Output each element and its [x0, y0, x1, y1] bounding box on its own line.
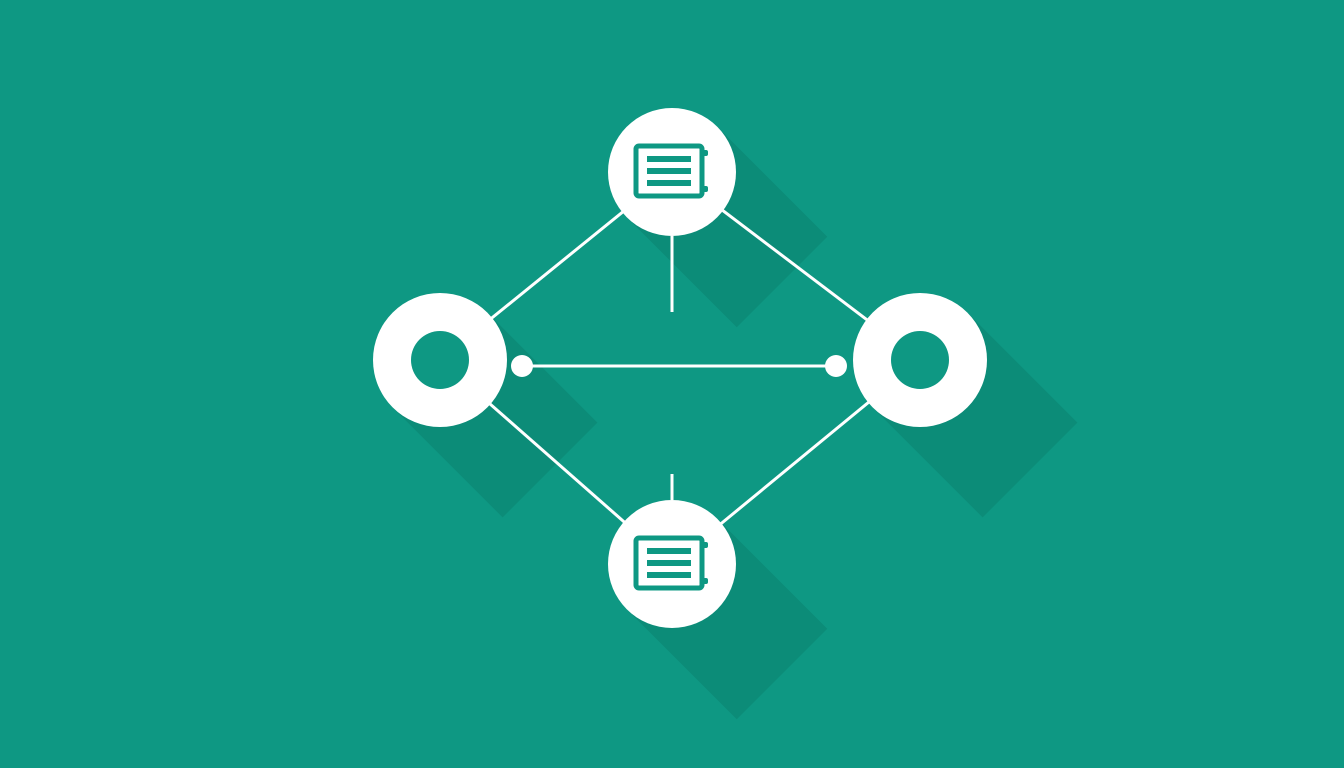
edge-endpoint-left — [511, 355, 533, 377]
list-document-icon — [633, 143, 708, 199]
ring-icon — [891, 331, 949, 389]
ring-icon — [411, 331, 469, 389]
node-bottom — [608, 500, 736, 628]
node-right — [853, 293, 987, 427]
node-left — [373, 293, 507, 427]
node-top — [608, 108, 736, 236]
list-document-icon — [633, 535, 708, 591]
edge-endpoint-right — [825, 355, 847, 377]
diagram-nodes — [373, 108, 987, 628]
